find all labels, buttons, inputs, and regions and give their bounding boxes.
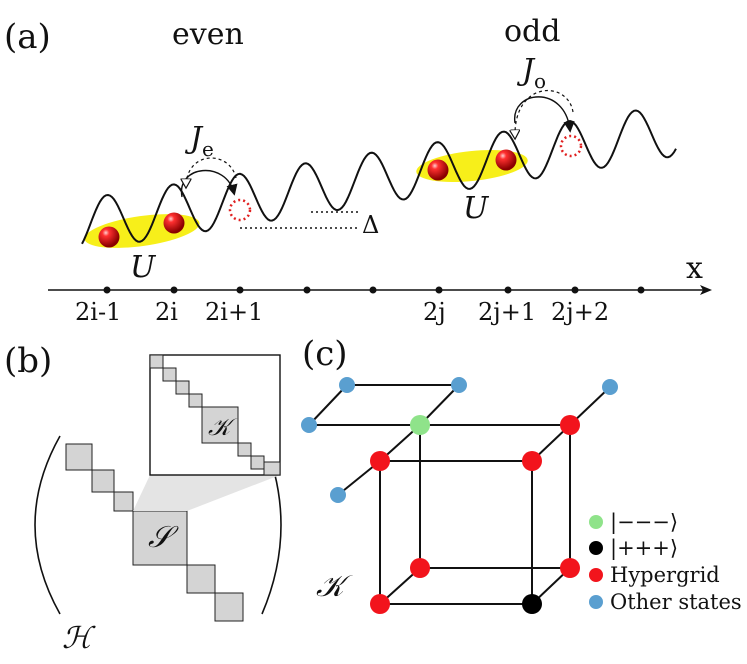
- matrix-left-paren: [34, 435, 61, 615]
- node-other-state: [602, 379, 618, 395]
- node-other-state: [339, 377, 355, 393]
- krylov-block: [201, 406, 239, 444]
- inset-block: [162, 367, 177, 382]
- node-hypergrid: [560, 558, 580, 578]
- panel-c-label: (c): [302, 334, 348, 374]
- site-label: 2i-1: [75, 298, 121, 326]
- matrix-block: [65, 443, 93, 471]
- cube-krylov-label: 𝒦: [316, 569, 353, 604]
- panel-b-label: (b): [4, 341, 52, 381]
- node-other-state: [301, 417, 317, 433]
- legend-swatch: [589, 595, 603, 609]
- empty-site-marker: [559, 134, 583, 158]
- hop-arrow-even-reverse: [186, 157, 237, 187]
- even-label: even: [172, 17, 244, 52]
- legend-label: Other states: [610, 590, 742, 614]
- node-hypergrid: [410, 558, 430, 578]
- lattice-site-dot: [571, 286, 579, 294]
- hop-even-label: Je: [184, 121, 214, 161]
- legend-swatch: [589, 568, 603, 582]
- panel-c: (c) 𝒦: [301, 334, 742, 614]
- inset-block: [175, 380, 190, 395]
- site-label: 2i+1: [205, 298, 263, 326]
- lattice-site-dot: [170, 286, 178, 294]
- x-axis-label: x: [686, 251, 703, 286]
- particle-ball: [495, 149, 517, 171]
- legend-label: |+++⟩: [610, 536, 678, 561]
- node-other-state: [330, 487, 346, 503]
- inset-block: [250, 455, 265, 470]
- lattice-site-dots: [103, 286, 645, 294]
- site-label: 2j: [423, 298, 446, 326]
- x-axis-arrowhead: [700, 285, 712, 295]
- legend: |−−−⟩ |+++⟩ Hypergrid Other states: [589, 510, 742, 614]
- lattice-site-dot: [637, 286, 645, 294]
- matrix-block: [91, 469, 115, 493]
- lattice-site-dot: [504, 286, 512, 294]
- hop-arrow-odd: [514, 96, 575, 133]
- lattice-site-dot: [369, 286, 377, 294]
- hop-odd-label: Jo: [516, 53, 546, 93]
- lattice-site-dot: [303, 286, 311, 294]
- site-label: 2j+2: [551, 298, 609, 326]
- matrix-block: [113, 491, 134, 512]
- panel-b: (b) 𝒮 𝒦 ℋ: [4, 341, 282, 656]
- node-hypergrid: [370, 594, 390, 614]
- graph-edge: [308, 384, 348, 426]
- empty-site-marker: [228, 198, 252, 222]
- inset-block: [149, 354, 164, 369]
- particle-ball: [163, 212, 185, 234]
- legend-label: Hypergrid: [610, 563, 720, 587]
- legend-swatch: [589, 541, 603, 555]
- interaction-u-label-odd: U: [463, 191, 490, 226]
- interaction-u-label-even: U: [130, 250, 157, 285]
- zoom-funnel: [133, 475, 280, 511]
- node-hypergrid: [560, 415, 580, 435]
- sector-block: [132, 510, 188, 566]
- interaction-ellipse-even: [84, 214, 200, 248]
- lattice-site-dot: [103, 286, 111, 294]
- site-label: 2i: [155, 298, 178, 326]
- legend-swatch: [589, 515, 603, 529]
- particle-ball: [427, 159, 449, 181]
- matrix-block: [214, 592, 244, 622]
- inset-block: [237, 442, 252, 457]
- particle-ball: [98, 226, 120, 248]
- node-all-minus-state: [410, 415, 430, 435]
- inset-block: [263, 461, 281, 476]
- legend-label: |−−−⟩: [610, 510, 678, 535]
- matrix-block: [186, 564, 216, 594]
- panel-a: (a) even odd Δ Je Jo U U x: [4, 14, 712, 326]
- hop-arrow-odd-reverse: [515, 90, 574, 138]
- node-hypergrid: [370, 451, 390, 471]
- panel-a-label: (a): [4, 17, 51, 57]
- site-label: 2j+1: [478, 298, 536, 326]
- node-all-plus-state: [522, 594, 542, 614]
- node-hypergrid: [522, 451, 542, 471]
- tilt-delta-label: Δ: [362, 211, 379, 239]
- inset-block: [188, 393, 203, 408]
- lattice-site-dot: [435, 286, 443, 294]
- node-other-state: [451, 377, 467, 393]
- hilbert-label: ℋ: [62, 621, 96, 656]
- lattice-site-dot: [236, 286, 244, 294]
- odd-label: odd: [504, 14, 560, 49]
